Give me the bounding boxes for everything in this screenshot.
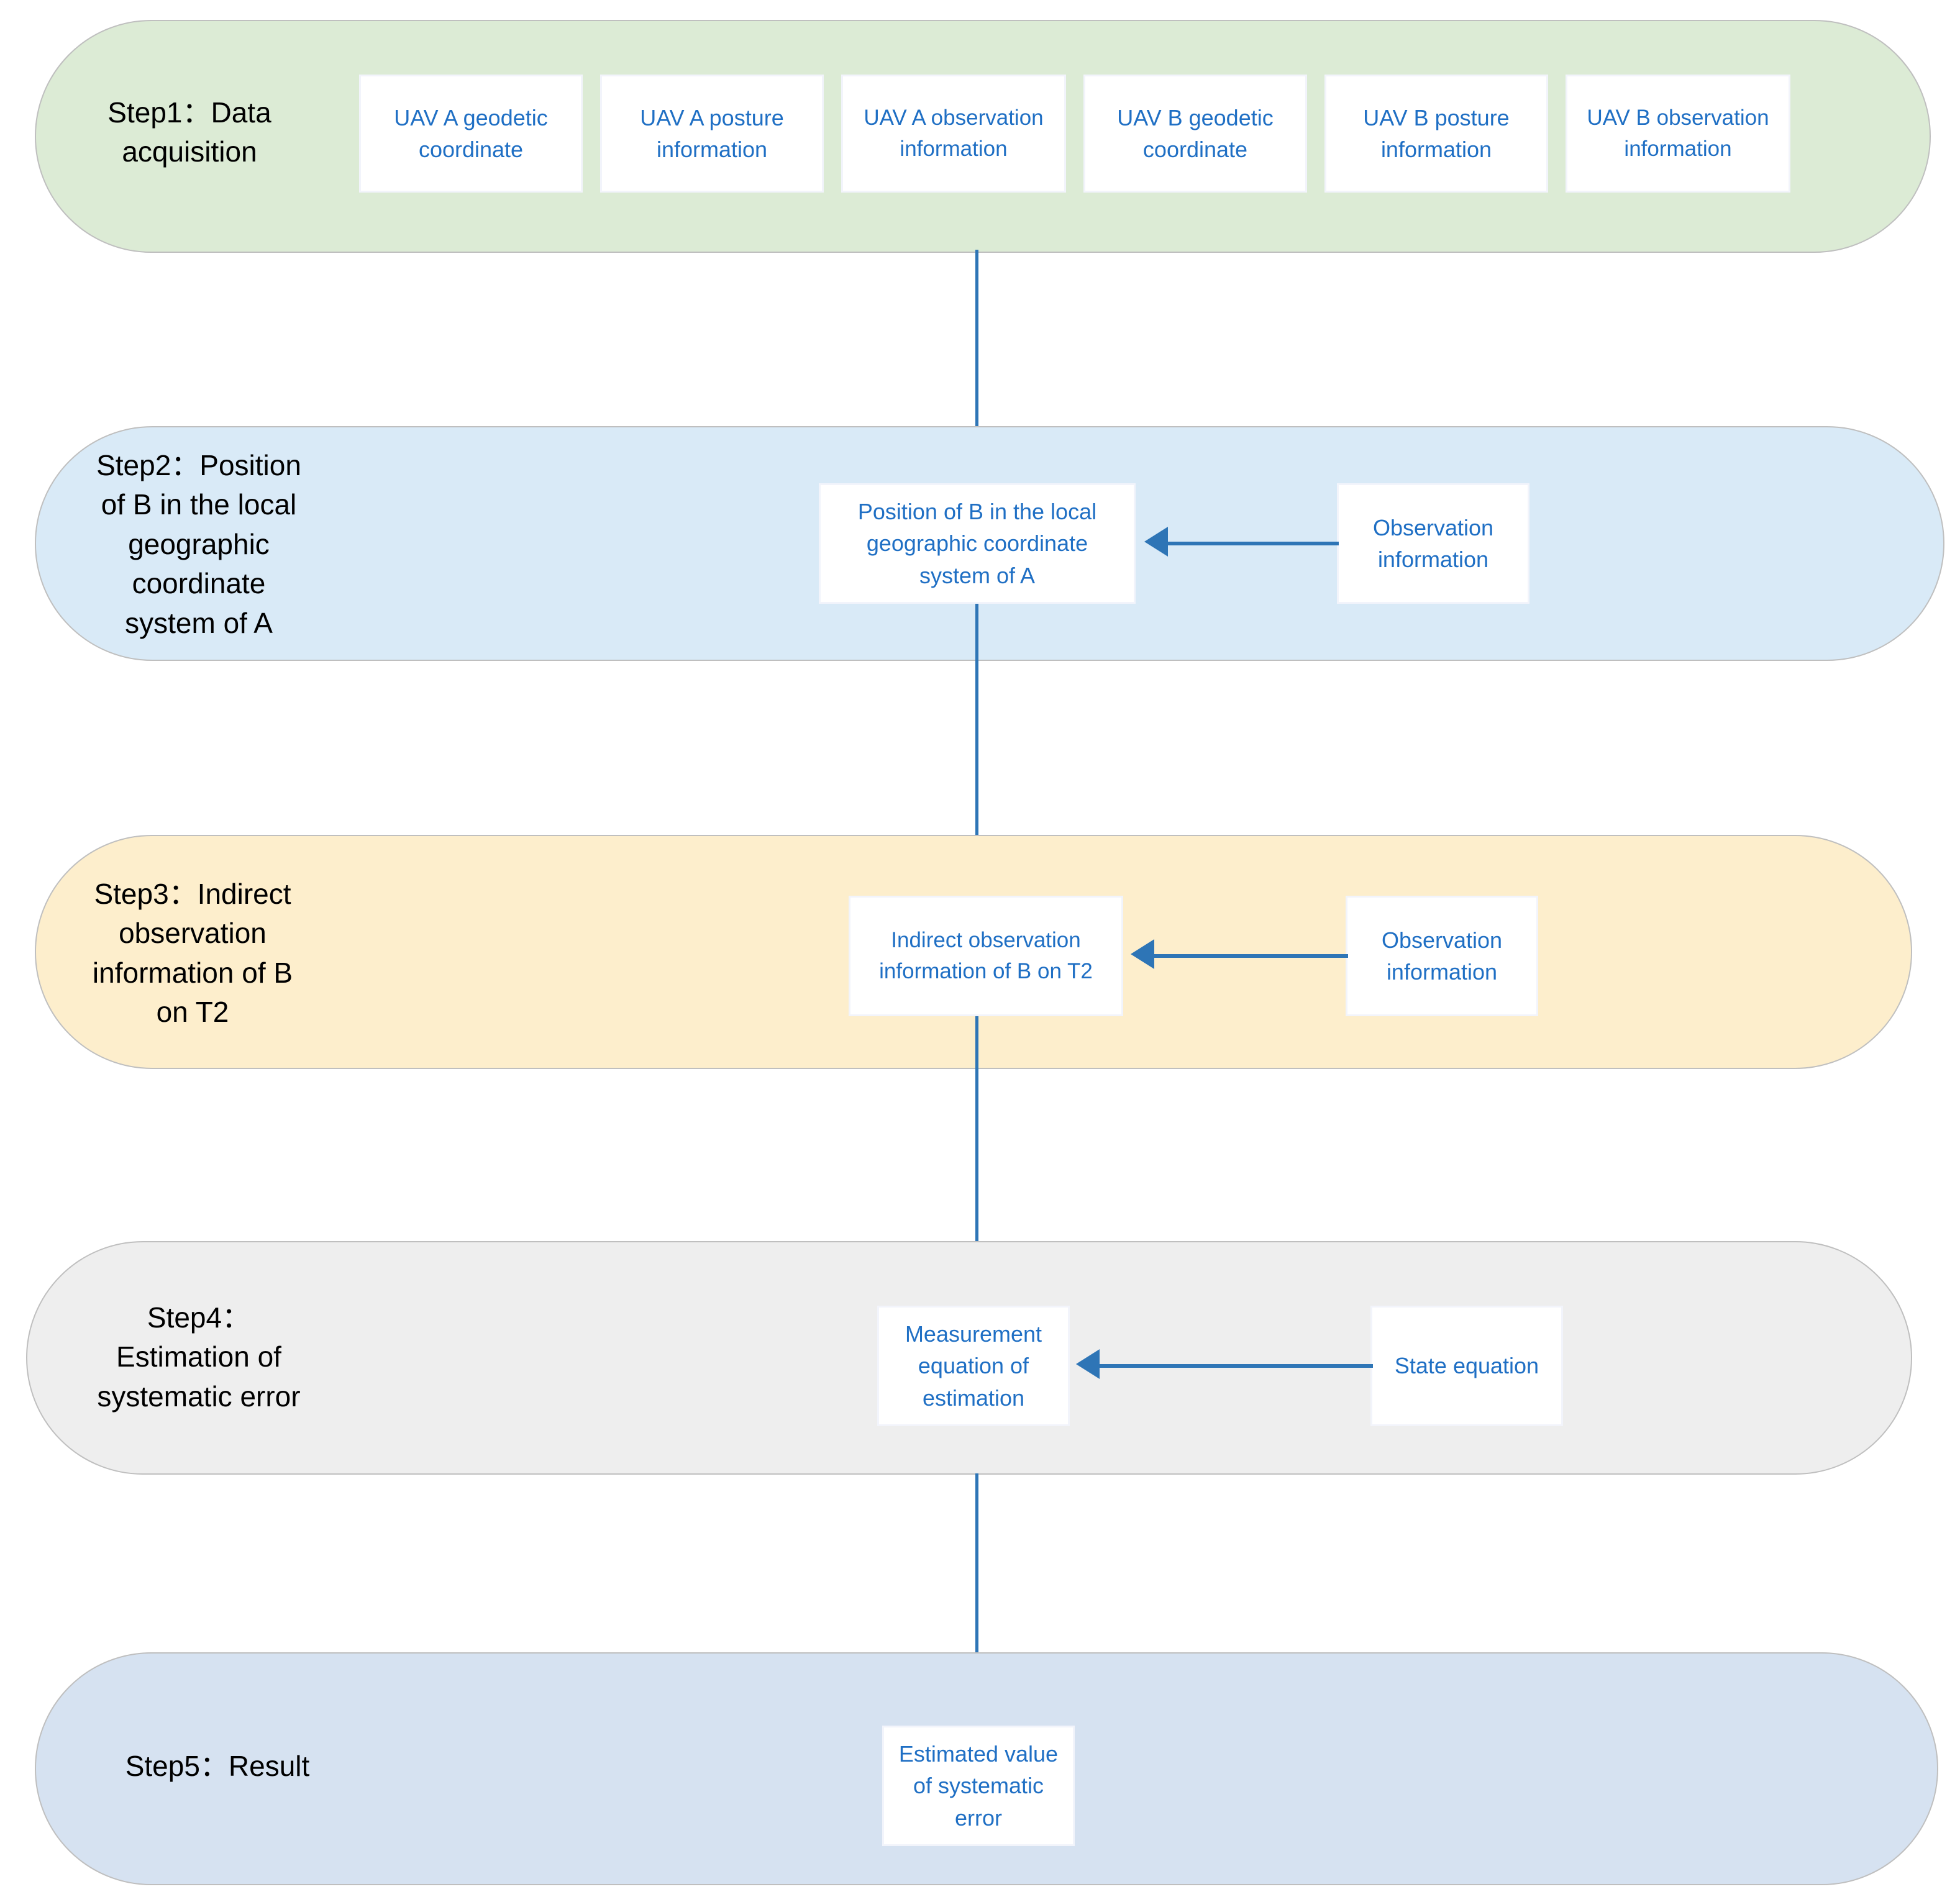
node-state-equation[interactable]: State equation	[1370, 1306, 1563, 1426]
node-uav-a-posture-information[interactable]: UAV A posture information	[600, 75, 824, 193]
node-uav-b-observation-information[interactable]: UAV B observation information	[1566, 75, 1790, 193]
band-step2-label: Step2：Position of B in the local geograp…	[96, 449, 301, 639]
connector-observation-to-indirect	[1154, 954, 1348, 958]
band-step1-label: Step1：Data acquisition	[107, 96, 271, 168]
band-step5-label: Step5：Result	[125, 1750, 310, 1782]
node-position-of-b-local-geographic[interactable]: Position of B in the local geographic co…	[819, 483, 1136, 604]
node-uav-a-observation-information[interactable]: UAV A observation information	[841, 75, 1066, 193]
connector-observation-to-position	[1168, 542, 1339, 545]
node-indirect-observation-information-b-t2[interactable]: Indirect observation information of B on…	[849, 896, 1123, 1016]
connector-state-equation-to-measurement-arrowhead	[1076, 1349, 1100, 1379]
connector-step2-to-step3	[975, 604, 978, 865]
node-observation-information-step3[interactable]: Observation information	[1346, 896, 1538, 1016]
node-uav-a-geodetic-coordinate[interactable]: UAV A geodetic coordinate	[359, 75, 583, 193]
connector-step4-to-step5	[975, 1473, 978, 1717]
connector-observation-to-position-arrowhead	[1144, 527, 1168, 557]
node-uav-b-posture-information[interactable]: UAV B posture information	[1324, 75, 1548, 193]
connector-observation-to-indirect-arrowhead	[1131, 939, 1154, 969]
connector-step1-to-step2	[975, 250, 978, 486]
connector-step3-to-step4	[975, 1016, 978, 1280]
node-estimated-value-of-systematic-error[interactable]: Estimated value of systematic error	[882, 1726, 1075, 1846]
band-step4-label: Step4： Estimation of systematic error	[97, 1301, 301, 1413]
band-step3-label: Step3：Indirect observation information o…	[92, 878, 293, 1029]
node-uav-b-geodetic-coordinate[interactable]: UAV B geodetic coordinate	[1083, 75, 1307, 193]
connector-state-equation-to-measurement	[1100, 1364, 1373, 1368]
node-observation-information-step2[interactable]: Observation information	[1337, 483, 1529, 604]
node-measurement-equation-of-estimation[interactable]: Measurement equation of estimation	[877, 1306, 1070, 1426]
